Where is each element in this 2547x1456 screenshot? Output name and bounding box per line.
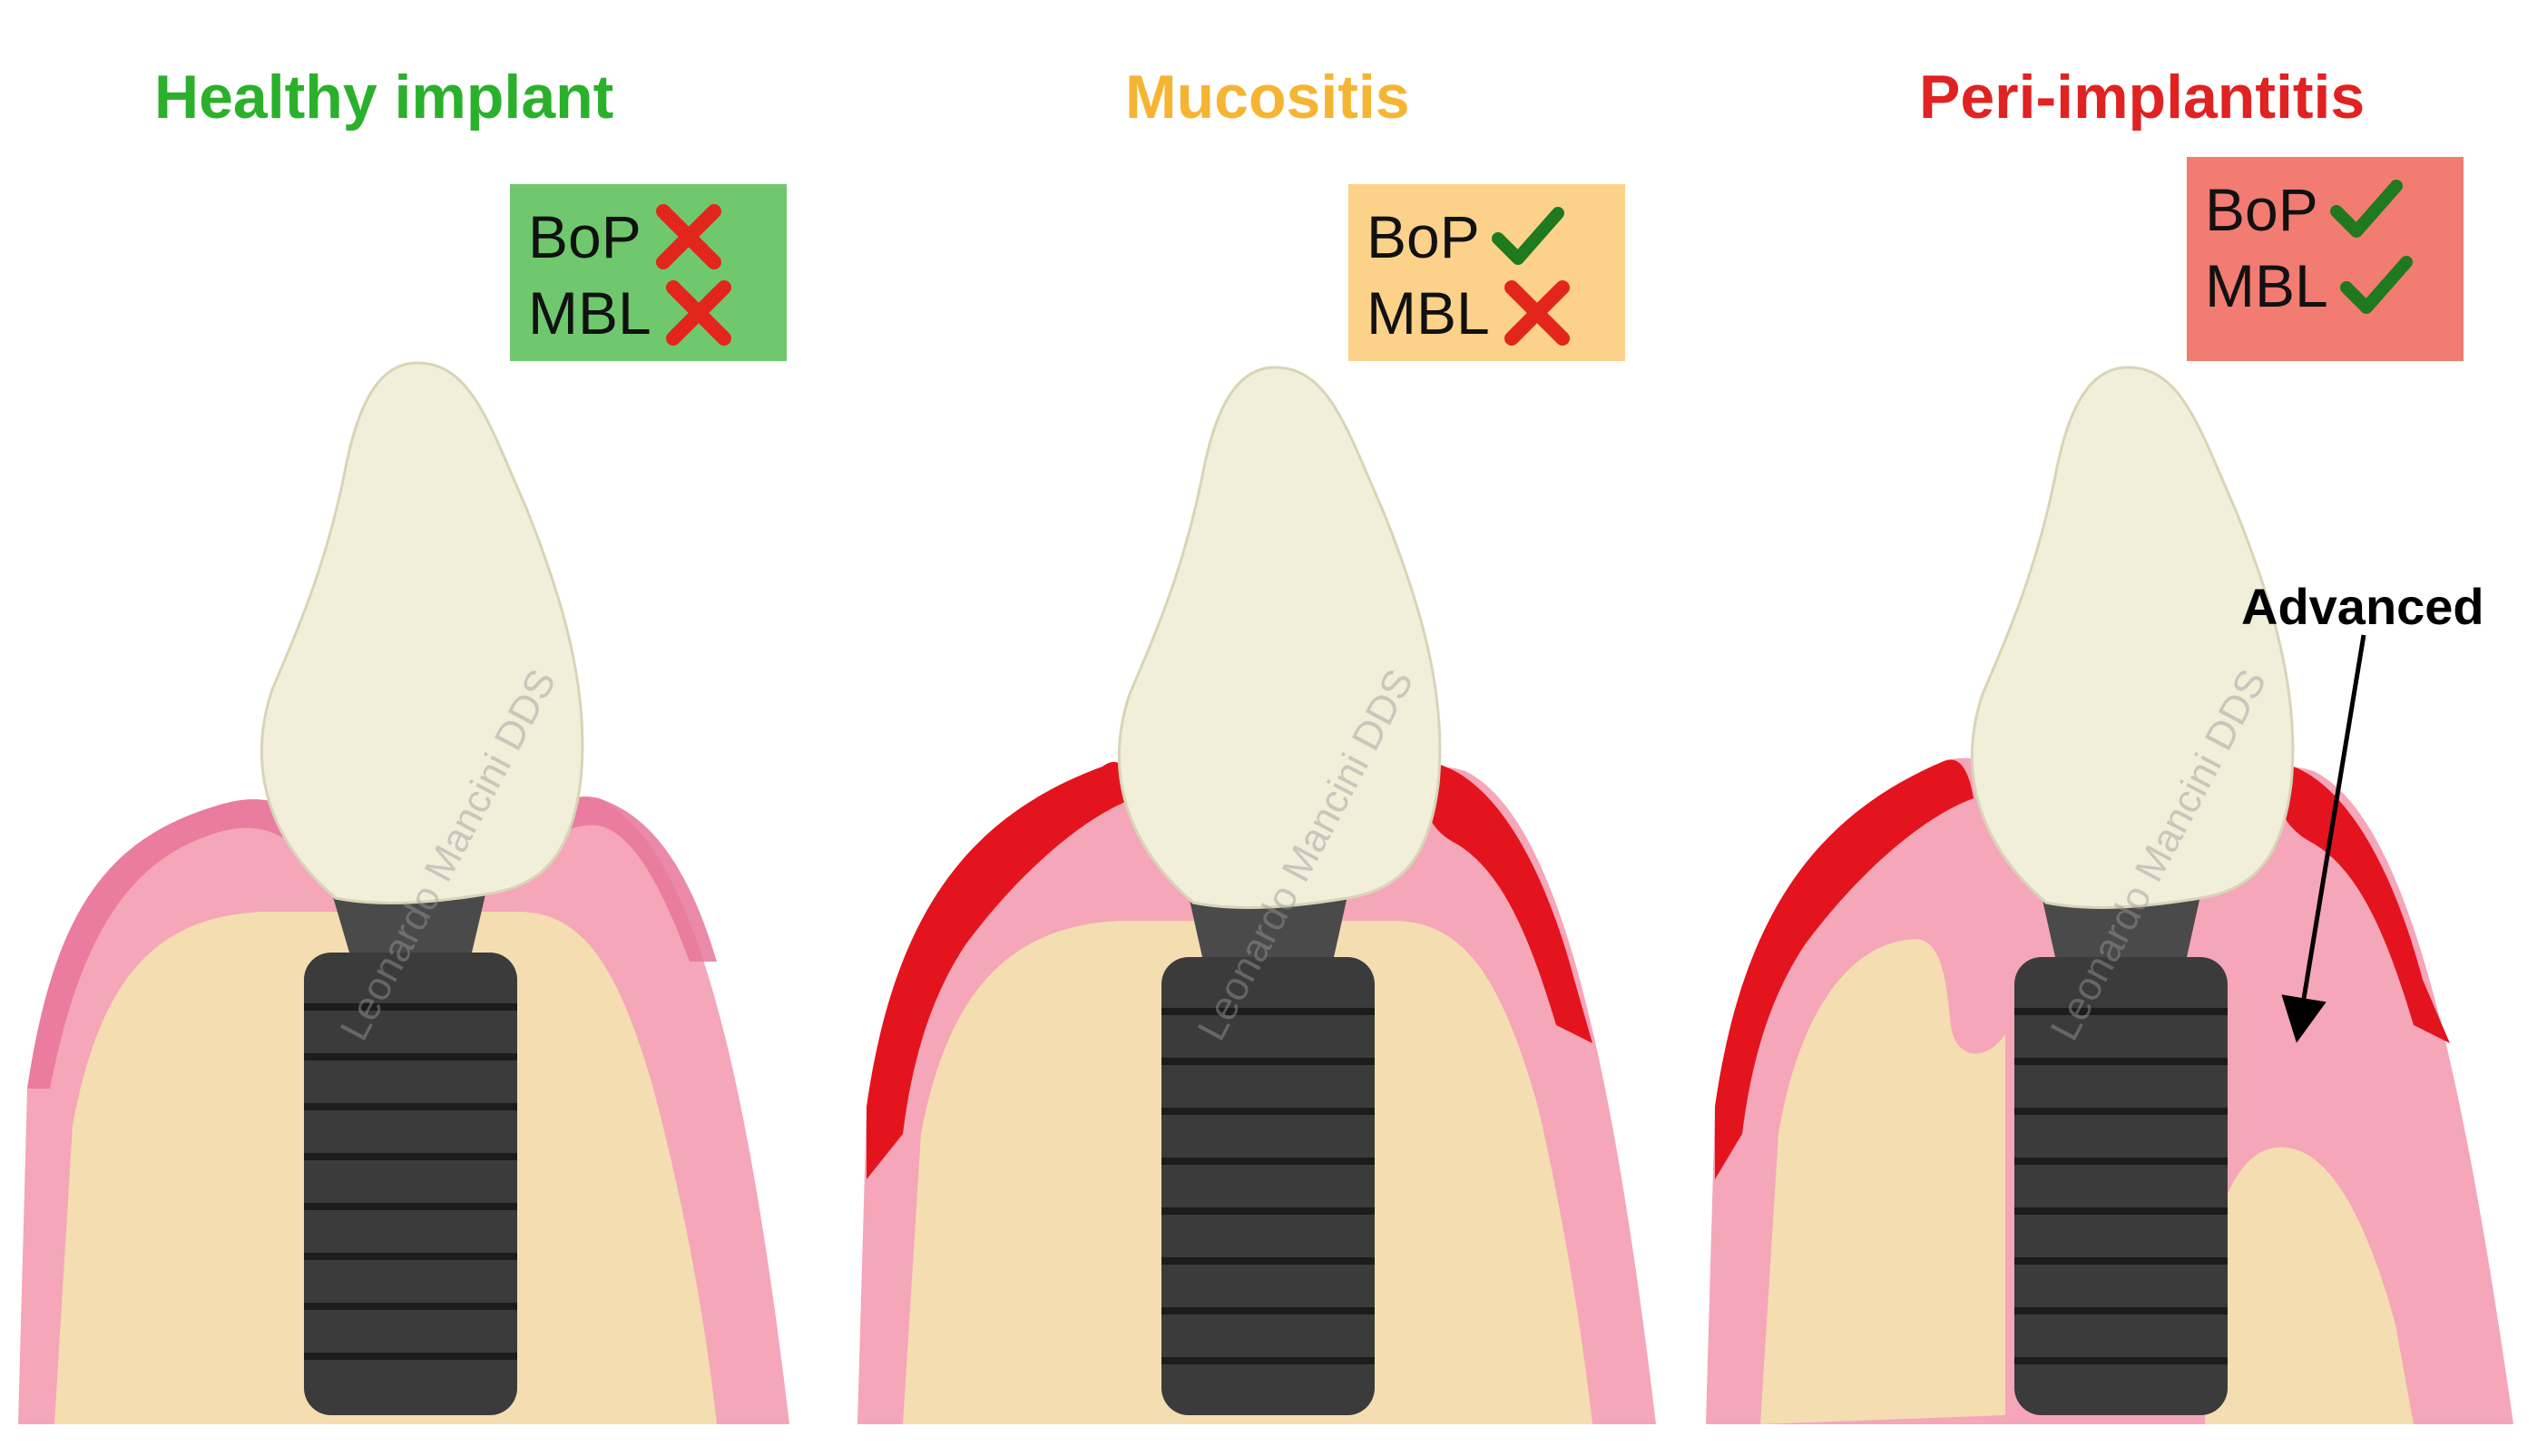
panel-title: Healthy implant — [154, 63, 614, 132]
inflammation-left — [867, 761, 1134, 1179]
criteria-row-mbl: MBL — [1367, 275, 1607, 351]
criteria-label: BoP — [1367, 203, 1480, 270]
inflammation-left — [1715, 759, 1974, 1179]
crown — [1118, 366, 1442, 909]
alveolar-bone-right — [2205, 1147, 2414, 1424]
implant-fixture — [304, 875, 517, 1415]
criteria-label: MBL — [528, 279, 651, 347]
peri-implantitis-illustration: Leonardo Mancini DDS — [1706, 366, 2513, 1424]
criteria-row-bop: BoP — [2205, 171, 2445, 248]
inflammation-right — [2275, 762, 2450, 1043]
alveolar-bone — [1760, 939, 2005, 1424]
criteria-label: BoP — [2205, 176, 2318, 243]
criteria-row-bop: BoP — [528, 199, 769, 275]
mucositis-illustration: Leonardo Mancini DDS — [857, 366, 1656, 1424]
inflammation-right — [1424, 762, 1592, 1043]
criteria-label: BoP — [528, 203, 642, 270]
criteria-box: BoP MBL — [510, 184, 787, 361]
criteria-label: MBL — [2205, 252, 2328, 319]
annotation-advanced: Advanced — [2241, 578, 2484, 635]
panel-title: Peri-implantitis — [1919, 63, 2366, 132]
crown — [1971, 366, 2295, 909]
panel-mucositis: Leonardo Mancini DDS Mucositis BoP MBL — [848, 0, 1697, 1456]
cross-icon — [655, 204, 721, 269]
criteria-box: BoP MBL — [2187, 157, 2464, 361]
check-icon — [2339, 256, 2413, 314]
criteria-row-mbl: MBL — [528, 275, 769, 351]
cross-icon — [665, 280, 731, 346]
panel-healthy-implant: Leonardo Mancini DDS Healthy implant BoP… — [0, 0, 848, 1456]
cross-icon — [1504, 280, 1570, 346]
criteria-row-mbl: MBL — [2205, 248, 2445, 324]
criteria-box: BoP MBL — [1348, 184, 1625, 361]
check-icon — [2329, 180, 2403, 238]
panel-title: Mucositis — [1125, 63, 1410, 132]
gingiva-rim-right — [508, 796, 717, 962]
check-icon — [1491, 207, 1564, 265]
crown — [260, 361, 584, 904]
panel-peri-implantitis: Leonardo Mancini DDS Peri-implantitis Bo… — [1697, 0, 2545, 1456]
criteria-row-bop: BoP — [1367, 199, 1607, 275]
criteria-label: MBL — [1367, 279, 1490, 347]
annotation-arrow — [2281, 634, 2366, 1043]
healthy-implant-illustration: Leonardo Mancini DDS — [18, 361, 789, 1424]
